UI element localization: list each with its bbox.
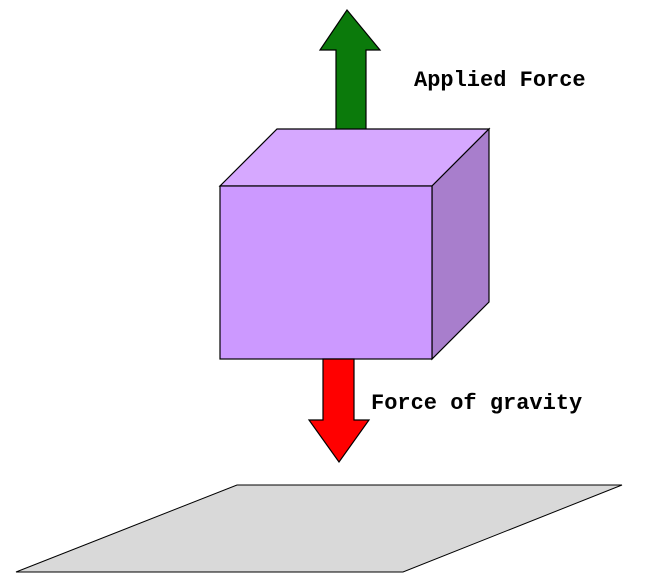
gravity-force-label: Force of gravity (371, 391, 582, 416)
applied-force-label: Applied Force (414, 68, 586, 93)
cube-front-face (219, 185, 433, 360)
gravity-force-arrow (307, 358, 371, 464)
ground-plane (15, 484, 623, 573)
